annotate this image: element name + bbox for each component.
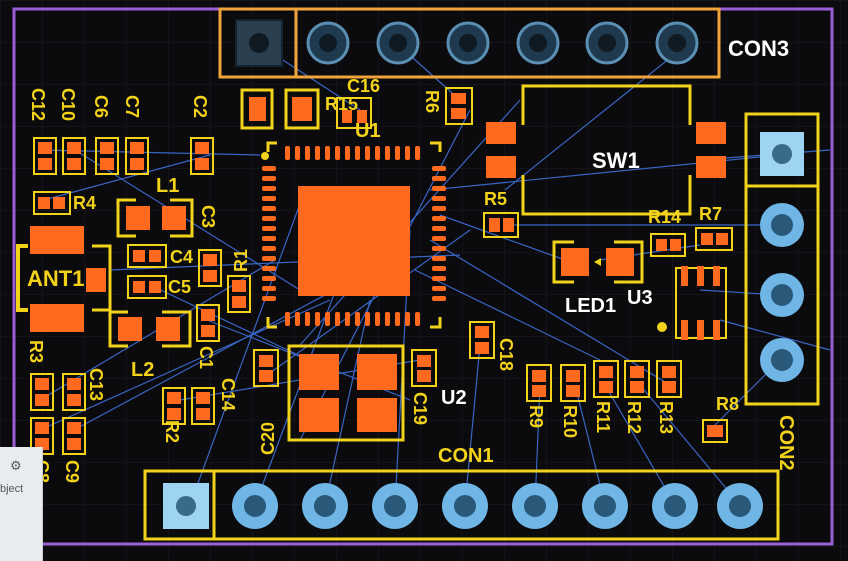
c18-label: C18: [496, 338, 516, 371]
r6-label: R6: [422, 90, 442, 113]
led1-label: LED1: [565, 295, 616, 317]
u1-chip[interactable]: [261, 141, 446, 329]
c7-label: C7: [122, 95, 142, 118]
r14-pads[interactable]: [650, 233, 686, 257]
r12-label: R12: [624, 401, 644, 434]
r11-label: R11: [593, 401, 613, 433]
c5-pads[interactable]: [127, 275, 167, 299]
c3-label: C3: [198, 205, 218, 228]
r14-label: R14: [648, 207, 681, 227]
r10-label: R10: [560, 405, 580, 438]
c16-label: C16: [347, 76, 380, 96]
c12-label: C12: [28, 88, 48, 121]
con2-label: CON2: [775, 415, 797, 471]
con1-header[interactable]: [143, 469, 780, 541]
c6-label: C6: [91, 95, 111, 118]
r4-label: R4: [73, 193, 96, 213]
c14-label: C14: [218, 378, 238, 411]
u2-label: U2: [441, 387, 467, 409]
r15-label: R15: [325, 94, 358, 114]
c20-label: C20: [258, 422, 278, 455]
r2-label: R2: [162, 420, 182, 443]
c10-label: C10: [58, 88, 78, 121]
sw1-label: SW1: [592, 148, 640, 173]
u2-crystal[interactable]: [287, 344, 405, 442]
c2-label: C2: [190, 95, 210, 118]
r1-pads[interactable]: [227, 275, 251, 313]
u3-label: U3: [627, 287, 653, 309]
c1-pads[interactable]: [196, 304, 220, 342]
c14-pads[interactable]: [191, 387, 215, 425]
c16-r15-pads[interactable]: [240, 88, 372, 130]
resistor-row[interactable]: [526, 360, 682, 402]
c13-label: C13: [86, 368, 106, 401]
c19-pads[interactable]: [411, 349, 437, 387]
l1-label: L1: [156, 175, 179, 197]
led1-diode[interactable]: [552, 240, 644, 284]
l2-inductor[interactable]: [108, 310, 192, 348]
r8-label: R8: [716, 394, 739, 414]
r3-label: R3: [26, 340, 46, 363]
r4-pads[interactable]: [33, 191, 71, 215]
u1-label: U1: [355, 120, 381, 142]
r8-pads[interactable]: [702, 419, 728, 443]
con1-label: CON1: [438, 445, 494, 467]
r7-label: R7: [699, 204, 722, 224]
con2-header[interactable]: [744, 112, 820, 406]
c4-pads[interactable]: [127, 244, 167, 268]
r5-label: R5: [484, 189, 507, 209]
gear-icon[interactable]: ⚙: [10, 459, 22, 474]
c9-label: C9: [62, 460, 82, 483]
ant1-label: ANT1: [27, 266, 84, 291]
r13-label: R13: [656, 401, 676, 434]
r6-pads[interactable]: [445, 87, 473, 125]
r9-label: R9: [526, 405, 546, 428]
con3-label: CON3: [728, 36, 789, 61]
c5-label: C5: [168, 277, 191, 297]
side-panel[interactable]: ⚙ bject: [0, 447, 43, 561]
con3-header[interactable]: [218, 7, 721, 79]
c2-pads[interactable]: [190, 137, 214, 175]
c1-label: C1: [196, 346, 216, 369]
r1-label: R1: [231, 249, 251, 272]
left-cap-column[interactable]: [33, 137, 149, 175]
c4-label: C4: [170, 247, 193, 267]
c18-pads[interactable]: [469, 321, 495, 359]
sw1-switch[interactable]: [486, 84, 726, 216]
c20-pads[interactable]: [253, 349, 279, 387]
r7-pads[interactable]: [695, 227, 733, 251]
r2-pads[interactable]: [162, 387, 186, 425]
r5-pads[interactable]: [483, 212, 519, 238]
l2-label: L2: [131, 359, 154, 381]
ant1-antenna[interactable]: [16, 226, 112, 332]
c19-label: C19: [410, 392, 430, 425]
u3-chip[interactable]: [657, 266, 727, 340]
l1-inductor[interactable]: [116, 198, 194, 238]
c3-pads[interactable]: [198, 249, 222, 287]
side-panel-label: bject: [0, 483, 24, 495]
